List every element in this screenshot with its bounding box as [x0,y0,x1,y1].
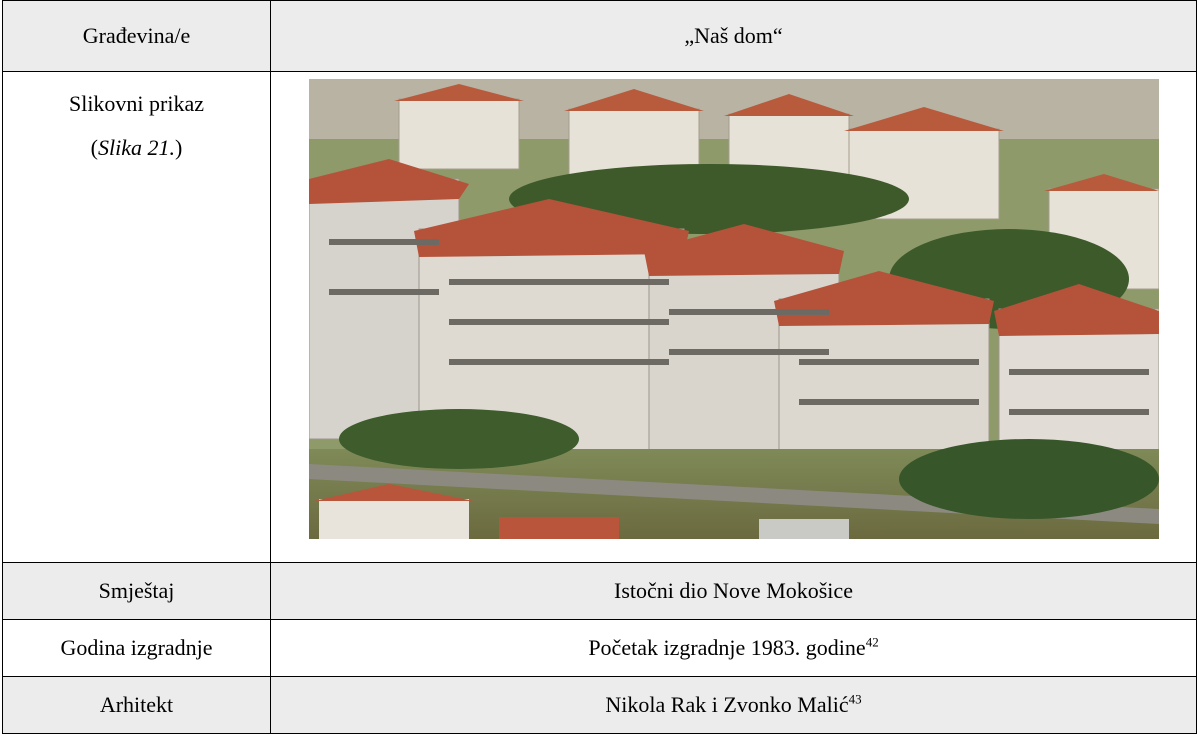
value-cell: Početak izgradnje 1983. godine42 [270,619,1197,677]
figure-reference: Slika 21. [98,135,175,160]
label-text: Građevina/e [82,23,191,48]
table-row-image: Slikovni prikaz (Slika 21.) [2,71,1197,563]
table-row-architect: Arhitekt Nikola Rak i Zvonko Malić43 [2,676,1197,734]
footnote-marker[interactable]: 42 [865,634,879,650]
image-label: Slikovni prikaz [68,91,205,116]
label-cell: Slikovni prikaz (Slika 21.) [2,71,271,563]
label-cell: Arhitekt [2,676,271,734]
footnote-marker[interactable]: 43 [848,691,862,707]
label-cell: Smještaj [2,562,271,620]
image-cell [270,71,1197,563]
label-cell: Građevina/e [2,0,271,72]
table-row-year: Godina izgradnje Početak izgradnje 1983.… [2,619,1197,677]
value-cell: Istočni dio Nove Mokošice [270,562,1197,620]
image-caption: (Slika 21.) [90,135,183,160]
apartment-buildings-photo [308,79,1159,539]
value-cell: Nikola Rak i Zvonko Malić43 [270,676,1197,734]
table-row-header: Građevina/e „Naš dom“ [2,0,1197,72]
value-cell: „Naš dom“ [270,0,1197,72]
table-row-location: Smještaj Istočni dio Nove Mokošice [2,562,1197,620]
label-cell: Godina izgradnje [2,619,271,677]
building-name: „Naš dom“ [684,23,783,48]
